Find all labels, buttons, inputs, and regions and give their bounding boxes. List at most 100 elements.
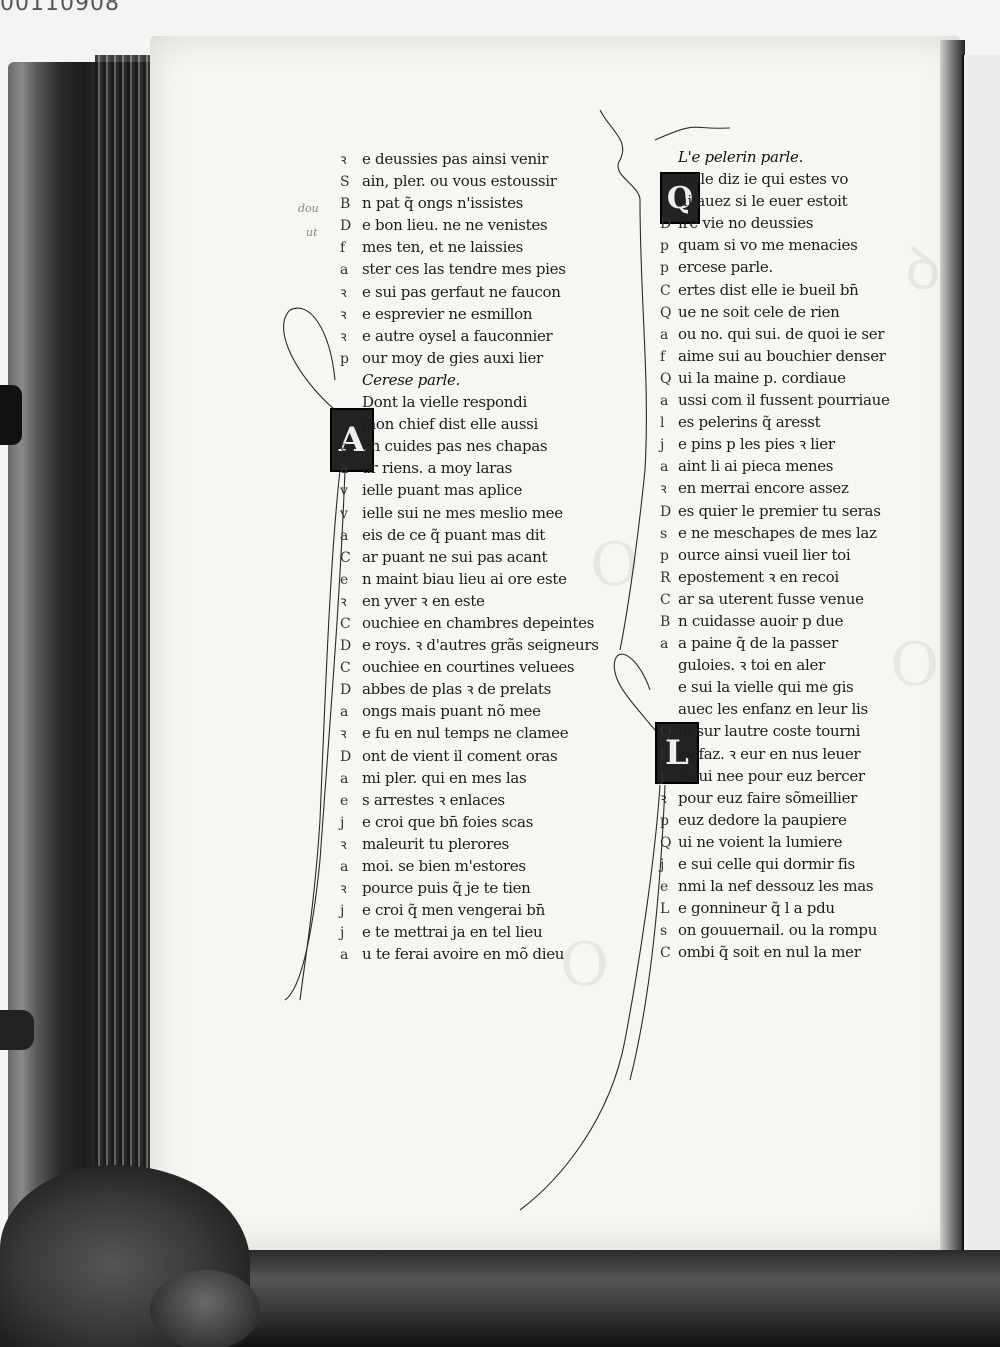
line-initial: ꝛ	[340, 881, 347, 898]
drop-cap-right-top: Q	[660, 172, 700, 224]
line-initial: c	[340, 439, 348, 456]
line-text: aime sui au bouchier denser	[678, 346, 886, 365]
line-text: ster ces las tendre mes pies	[362, 260, 566, 279]
line-initial: C	[340, 615, 351, 632]
line-initial: e	[340, 571, 348, 588]
verse-line: e s arrestes ꝛ enlaces	[340, 789, 640, 811]
line-initial: e	[340, 792, 348, 809]
line-initial: f	[660, 348, 665, 365]
book-bottom-edge	[150, 1250, 1000, 1347]
line-initial: j	[660, 768, 665, 785]
line-initial: Q	[660, 834, 672, 851]
line-initial: ꝛ	[340, 726, 347, 743]
bleedthrough-mark: ꝺ	[905, 234, 941, 304]
line-text: ui auez si le euer estoit	[678, 192, 848, 211]
line-text: ource ainsi vueil lier toi	[678, 545, 851, 564]
line-initial: f	[340, 240, 345, 257]
line-text: e sui la vielle qui me gis	[678, 678, 854, 697]
margin-note: ut	[306, 226, 318, 239]
line-text: ou no. qui sui. de quoi ie ser	[678, 324, 885, 343]
line-initial: j	[660, 437, 665, 454]
line-text: L'e pelerin parle.	[678, 148, 804, 166]
line-text: ire vie no deussies	[678, 214, 814, 233]
line-initial: a	[340, 947, 349, 964]
line-text: ui la maine p. cordiaue	[678, 368, 846, 387]
line-text: es pelerins q̃ aresst	[678, 413, 821, 432]
line-text: pource puis q̃ je te tien	[362, 879, 531, 898]
line-text: n maint biau lieu ai ore este	[362, 569, 567, 588]
line-initial: ꝛ	[340, 152, 347, 168]
bleedthrough-mark: O	[890, 630, 940, 700]
verse-line: auec les enfanz en leur lis	[660, 698, 940, 720]
line-text: e deussies pas ainsi venir	[362, 150, 549, 168]
manuscript-page	[150, 36, 960, 1251]
flourish-stroke-right-top	[599, 109, 641, 201]
drop-cap-left: A	[330, 408, 374, 472]
line-initial: p	[660, 547, 669, 564]
line-initial: j	[340, 814, 345, 831]
line-text: es faz. ꝛ eur en nus leuer	[678, 744, 861, 763]
flourish-stroke-right-cap	[654, 126, 731, 141]
verse-line: ꝛ e fu en nul temps ne clamee	[340, 722, 640, 744]
line-text: ouchiee en chambres depeintes	[362, 613, 595, 632]
line-initial: a	[340, 461, 349, 478]
line-initial: a	[340, 770, 349, 787]
line-text: n cuidasse auoir p due	[678, 611, 844, 630]
line-text: ar puant ne sui pas acant	[362, 547, 548, 566]
line-initial: C	[660, 282, 671, 299]
line-initial: v	[340, 505, 348, 522]
line-text: quam si vo me menacies	[678, 236, 858, 255]
line-initial: C	[340, 660, 351, 677]
line-initial: ꝛ	[660, 790, 667, 807]
line-text: epostement ꝛ en recoi	[678, 567, 839, 586]
line-text: ont de vient il coment oras	[362, 746, 558, 765]
line-text: e pins p les pies ꝛ lier	[678, 435, 835, 454]
line-initial: p	[660, 260, 669, 277]
line-text: s arrestes ꝛ enlaces	[362, 790, 505, 809]
bookmark-ribbon	[0, 385, 22, 445]
line-text: ui sur lautre coste tourni	[678, 722, 861, 741]
line-text: es quier le premier tu seras	[678, 501, 881, 520]
line-text: e sui celle qui dormir fis	[678, 855, 855, 873]
flourish-stroke-right-tail2	[629, 784, 666, 1081]
line-text: e gonnineur q̃ l a pdu	[678, 899, 835, 918]
line-initial: B	[660, 613, 670, 630]
line-initial: s	[660, 923, 667, 940]
line-text: ui ne voient la lumiere	[678, 832, 843, 851]
line-text: on cuides pas nes chapas	[362, 437, 548, 456]
verse-line: f aime sui au bouchier denser	[660, 345, 940, 367]
line-text: e roys. ꝛ d'autres grãs seigneurs	[362, 636, 599, 655]
line-text: on gouuernail. ou la rompu	[678, 921, 878, 940]
verse-line: ꝛ pource puis q̃ je te tien	[340, 877, 640, 899]
verse-line: l es pelerins q̃ aresst	[660, 411, 940, 433]
verse-line: p quam si vo me menacies	[660, 234, 940, 256]
line-initial: D	[340, 218, 351, 235]
line-initial: p	[660, 238, 669, 255]
line-text: maleurit tu plerores	[362, 834, 509, 853]
margin-note: dou	[298, 202, 319, 215]
line-initial: p	[340, 350, 349, 367]
line-initial: l	[660, 415, 665, 432]
line-text: ar riens. a moy laras	[362, 459, 513, 478]
line-text: abbes de plas ꝛ de prelats	[362, 680, 551, 699]
line-text: e autre oysel a fauconnier	[362, 326, 553, 345]
verse-line: s on gouuernail. ou la rompu	[660, 919, 940, 941]
line-text: e fu en nul temps ne clamee	[362, 724, 569, 743]
line-initial: S	[340, 174, 350, 191]
